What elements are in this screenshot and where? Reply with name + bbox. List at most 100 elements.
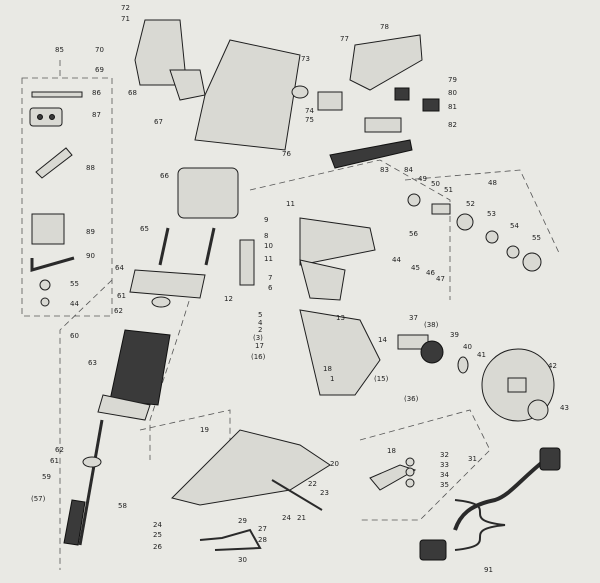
- callout-label: 7: [268, 274, 272, 282]
- spanner-hole: [49, 114, 55, 120]
- callout-label: 61: [50, 457, 59, 465]
- callout-label: 62: [55, 446, 64, 454]
- callout-label: 45: [411, 264, 420, 272]
- spanner-part: [29, 107, 63, 127]
- callout-label: 64: [115, 264, 124, 272]
- callout-label: 55: [532, 234, 541, 242]
- bearing-part: [291, 85, 309, 99]
- callout-label: 9: [264, 216, 268, 224]
- drive-gear-part: [420, 340, 444, 364]
- dashed-group-outlines: [21, 60, 561, 570]
- callout-label: 67: [154, 118, 163, 126]
- callout-label: 86: [92, 89, 101, 97]
- hex-key-part: [31, 91, 83, 98]
- callout-label: 85: [55, 46, 64, 54]
- flange-ring-part: [456, 213, 474, 231]
- gearbox-assembly: [239, 217, 555, 422]
- flange-washer-part: [485, 230, 499, 244]
- carbon-brush-box-part: [31, 213, 65, 245]
- callout-label: 58: [118, 502, 127, 510]
- brush-holder-part: [239, 239, 255, 286]
- callout-label: 44: [70, 300, 79, 308]
- callout-label: 25: [153, 531, 162, 539]
- callout-label: 91: [484, 566, 493, 574]
- clamp-washer-part: [405, 478, 415, 488]
- callout-label: 59: [42, 473, 51, 481]
- callout-label: 23: [320, 489, 329, 497]
- callout-label: 51: [444, 186, 453, 194]
- callout-label: 68: [128, 89, 137, 97]
- callout-label: 54: [510, 222, 519, 230]
- callout-label: 40: [463, 343, 472, 351]
- callout-label: 47: [436, 275, 445, 283]
- flange-washer-part: [506, 245, 520, 259]
- callout-label: 52: [466, 200, 475, 208]
- terminal-block-part: [364, 117, 402, 133]
- callout-label: 20: [330, 460, 339, 468]
- callout-label: 79: [448, 76, 457, 84]
- stator-field-part: [177, 167, 239, 219]
- callout-label: 39: [450, 331, 459, 339]
- callout-label: 77: [340, 35, 349, 43]
- spanner-hole: [37, 114, 43, 120]
- callout-label: 12: [224, 295, 233, 303]
- callout-labels: 7271706968678586878889905544737475767778…: [31, 4, 569, 574]
- base-screw-part: [271, 479, 323, 511]
- cable-guard-part: [329, 139, 413, 169]
- cord-cable-part: [453, 458, 547, 531]
- callout-label: 69: [95, 66, 104, 74]
- callout-label: 62: [114, 307, 123, 315]
- callout-label: 55: [70, 280, 79, 288]
- handle-assembly: [134, 19, 440, 169]
- callout-label: 28: [258, 536, 267, 544]
- flange-nut-part: [522, 252, 542, 272]
- callout-label: 70: [95, 46, 104, 54]
- clamp-assembly: [369, 457, 417, 491]
- gear-housing-part: [299, 217, 376, 266]
- callout-label: (15): [374, 375, 389, 383]
- switch-button-part: [394, 87, 410, 101]
- callout-label: (36): [404, 395, 419, 403]
- callout-label: 89: [86, 228, 95, 236]
- stator-screw-part: [204, 227, 216, 266]
- callout-label: 14: [378, 336, 387, 344]
- callout-label: 11: [286, 200, 295, 208]
- callout-label: 50: [431, 180, 440, 188]
- power-cord: [419, 447, 561, 561]
- base-plate-part: [171, 429, 331, 506]
- blade-nut-part: [527, 399, 549, 421]
- callout-label: 10: [264, 242, 273, 250]
- callout-label: 18: [387, 447, 396, 455]
- callout-label: 24: [153, 521, 162, 529]
- gearbox-outline: [249, 159, 451, 300]
- callout-label: 49: [418, 175, 427, 183]
- motor-flange-part: [129, 269, 206, 299]
- clamp-washer-part: [405, 467, 415, 477]
- callout-label: 5: [258, 311, 262, 319]
- callout-label: (3): [253, 334, 263, 342]
- armature-part: [109, 329, 171, 406]
- callout-label: 80: [448, 89, 457, 97]
- callout-label: 84: [404, 166, 413, 174]
- callout-label: 72: [121, 4, 130, 12]
- upper-bearing-part: [151, 296, 171, 308]
- connector-part: [419, 539, 447, 561]
- callout-label: 75: [305, 116, 314, 124]
- stator-screw-part: [158, 227, 170, 266]
- callout-label: 27: [258, 525, 267, 533]
- lower-bearing-part: [82, 456, 102, 468]
- callout-label: 48: [488, 179, 497, 187]
- spacer-part: [457, 356, 469, 374]
- blade-arbor-part: [507, 377, 527, 393]
- callout-label: 24: [282, 514, 291, 522]
- flange-group: [407, 193, 542, 272]
- callout-label: 66: [160, 172, 169, 180]
- motor-group-outline: [59, 279, 113, 570]
- callout-label: 74: [305, 107, 314, 115]
- callout-label: 44: [392, 256, 401, 264]
- callout-label: 46: [426, 269, 435, 277]
- base-assembly: [171, 429, 331, 551]
- callout-label: 4: [258, 319, 263, 327]
- worm-gear-part: [63, 499, 86, 546]
